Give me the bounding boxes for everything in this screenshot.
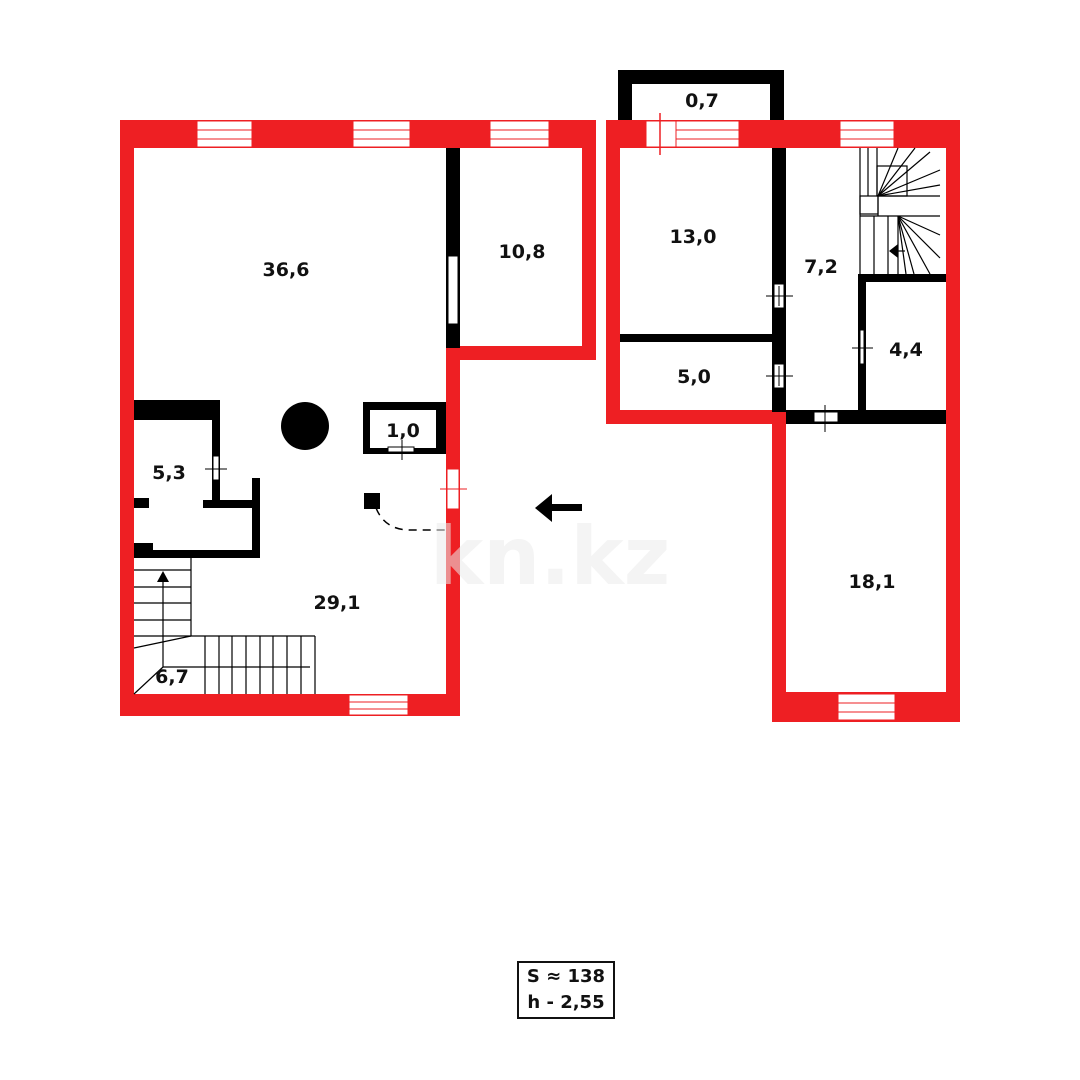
room-area-bedroom-2: 13,0 — [669, 226, 717, 248]
closet-walls — [363, 402, 446, 460]
room-area-bathroom: 5,0 — [677, 366, 711, 388]
column-icon — [281, 402, 329, 450]
storage-walls — [134, 400, 260, 558]
room-area-balcony: 0,7 — [685, 90, 719, 112]
door-icon — [447, 255, 459, 325]
room-area-bedroom-small: 10,8 — [498, 241, 546, 263]
room-area-bathroom-small: 1,0 — [386, 420, 420, 442]
area-summary-box: S ≈ 138 h - 2,55 — [517, 961, 615, 1019]
room-area-living-room: 36,6 — [262, 259, 310, 281]
window-icon — [196, 120, 550, 716]
stairs-left-icon — [133, 558, 316, 695]
total-area: S ≈ 138 — [526, 966, 606, 987]
room-area-hall: 29,1 — [313, 592, 361, 614]
room-area-wc: 4,4 — [889, 339, 923, 361]
arrow-left-icon — [535, 494, 582, 522]
stairs-arrow-icon — [889, 244, 898, 258]
balcony-walls — [618, 70, 784, 122]
watermark: kn.kz — [430, 510, 671, 603]
ceiling-height: h - 2,55 — [527, 992, 605, 1013]
stairs-right-icon — [859, 147, 941, 275]
room-area-storage: 5,3 — [152, 462, 186, 484]
room-area-stairs-left: 6,7 — [155, 666, 189, 688]
door-icon — [773, 283, 865, 423]
room-area-corridor: 7,2 — [804, 256, 838, 278]
room-area-bedroom-3: 18,1 — [848, 571, 896, 593]
window-icon — [645, 120, 896, 721]
pipe-icon — [364, 493, 380, 509]
stairs-up-arrow-icon — [157, 571, 169, 582]
